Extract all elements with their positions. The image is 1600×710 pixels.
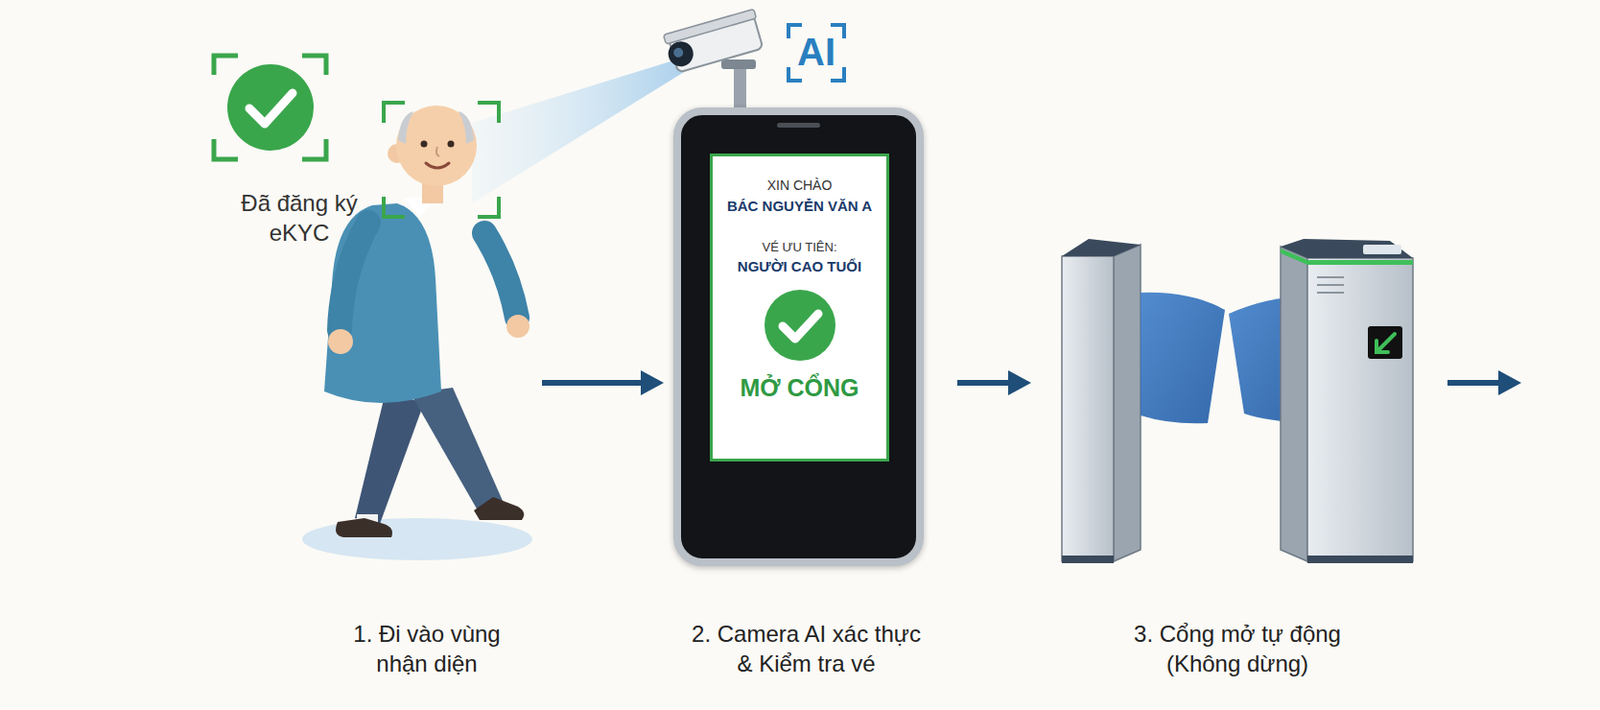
kiosk-screen: XIN CHÀO BÁC NGUYỄN VĂN A VÉ ƯU TIÊN: NGƯỜI…: [709, 153, 890, 462]
vent: [1317, 291, 1344, 294]
kiosk: XIN CHÀO BÁC NGUYỄN VĂN A VÉ ƯU TIÊN: NGƯỜI…: [673, 107, 924, 566]
turnstile-illustration: [1056, 235, 1419, 566]
speaker-slot: [776, 122, 821, 128]
pedestal-side: [1280, 246, 1308, 562]
vent: [1317, 283, 1344, 286]
pedestal-top: [1061, 238, 1141, 257]
flow-arrow: [541, 370, 664, 396]
ekyc-check-icon: [213, 55, 327, 160]
ai-badge: AI: [788, 26, 845, 77]
card-reader: [1363, 244, 1402, 255]
step-caption: 1. Đi vào vùng nhận diện: [330, 618, 523, 679]
gate-wing: [1140, 292, 1225, 424]
turnstile-gate: 3. Cổng mở tự động (Không dừng): [1056, 235, 1419, 566]
green-arrow: [1376, 333, 1395, 353]
pedestal-front: [1307, 258, 1413, 562]
screen-text: MỞ CỔNG: [739, 373, 859, 402]
pedestal-top: [1280, 238, 1413, 259]
ai-camera: [662, 8, 766, 110]
status-display: [1367, 326, 1403, 359]
screen-text: VÉ ƯU TIÊN:: [761, 239, 837, 256]
step-caption: 2. Camera AI xác thực & Kiểm tra vé: [686, 618, 927, 679]
elderly-man: [302, 105, 533, 561]
pedestal-base: [1307, 555, 1413, 564]
ai-frame: [788, 24, 845, 81]
exit-arrow: [1447, 370, 1522, 396]
flow-arrow: [957, 370, 1032, 396]
face-frame: [383, 102, 499, 217]
pedestal-front: [1061, 256, 1114, 562]
screen-text: NGƯỜI CAO TUỔI: [737, 258, 862, 276]
vent: [1317, 276, 1344, 279]
step-caption: 3. Cổng mở tự động (Không dừng): [1122, 618, 1353, 679]
camera-beam: [471, 57, 689, 204]
pedestal-base: [1061, 555, 1114, 564]
screen-text: BÁC NGUYỄN VĂN A: [727, 197, 872, 215]
status-label: Đã đăng ký eKYC: [222, 188, 377, 248]
screen-text: XIN CHÀO: [767, 177, 833, 194]
check-icon: [761, 286, 839, 364]
step-zone: 1. Đi vào vùng nhận diện: [321, 95, 533, 557]
pedestal-side: [1113, 244, 1141, 562]
